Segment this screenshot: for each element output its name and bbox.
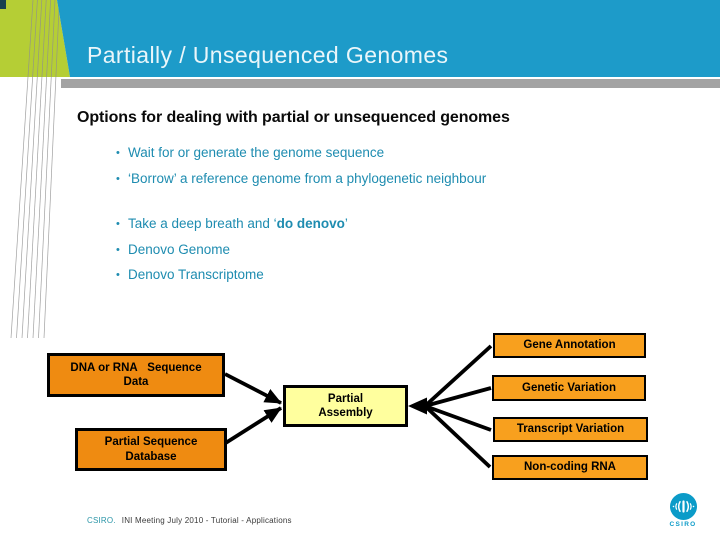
corner-accent xyxy=(0,0,6,9)
box-partial-sequence-database: Partial Sequence Database xyxy=(75,428,227,471)
footer-org: CSIRO. xyxy=(87,516,116,525)
bullet-item: Take a deep breath and ‘do denovo’ xyxy=(116,214,348,240)
fan-arrowhead xyxy=(408,397,427,415)
bullet-item: Denovo Transcriptome xyxy=(116,265,348,291)
bullet-text: Denovo Genome xyxy=(128,241,231,257)
box-partial-assembly: Partial Assembly xyxy=(283,385,408,427)
bullet-item: Denovo Genome xyxy=(116,240,348,266)
section-heading: Options for dealing with partial or unse… xyxy=(77,109,510,126)
footer-note: INI Meeting July 2010 - Tutorial - Appli… xyxy=(121,516,292,525)
csiro-logo-icon xyxy=(669,493,697,520)
box-genetic-variation: Genetic Variation xyxy=(492,375,646,401)
fan-line-gene-annotation xyxy=(423,344,493,408)
bullet-list-denovo: Take a deep breath and ‘do denovo’ Denov… xyxy=(116,214,348,291)
header-underline-strip xyxy=(61,79,720,88)
arrow-database-to-assembly xyxy=(222,406,283,446)
slide-title: Partially / Unsequenced Genomes xyxy=(87,42,449,68)
csiro-starburst-icon xyxy=(672,500,694,513)
bullet-text-bold: do denovo xyxy=(276,216,345,231)
box-gene-annotation: Gene Annotation xyxy=(493,333,646,358)
csiro-logo-label: CSIRO xyxy=(669,521,697,528)
csiro-logo: CSIRO xyxy=(662,493,704,528)
bullet-text-prefix: Take a deep breath and ‘ xyxy=(128,216,277,231)
arrow-lines xyxy=(222,344,493,469)
box-transcript-variation: Transcript Variation xyxy=(493,417,648,442)
arrow-dna-to-assembly xyxy=(224,372,282,405)
bullet-text: Denovo Transcriptome xyxy=(128,267,264,282)
bullet-list-primary: Wait for or generate the genome sequence… xyxy=(116,143,486,194)
fan-line-noncoding-rna xyxy=(423,404,492,469)
footer: CSIRO. INI Meeting July 2010 - Tutorial -… xyxy=(87,516,292,525)
bullet-item: ‘Borrow’ a reference genome from a phylo… xyxy=(116,169,486,195)
pinstripes xyxy=(10,0,60,339)
fan-line-genetic-variation xyxy=(424,386,492,408)
bullet-text: ‘Borrow’ a reference genome from a phylo… xyxy=(128,170,487,186)
bullet-item: Wait for or generate the genome sequence xyxy=(116,143,486,169)
header-bar xyxy=(57,0,720,77)
fan-line-transcript-variation xyxy=(424,404,492,432)
box-dna-rna-sequence-data: DNA or RNA Sequence Data xyxy=(47,353,225,397)
box-noncoding-rna: Non-coding RNA xyxy=(492,455,648,480)
bullet-text-suffix: ’ xyxy=(344,216,348,231)
bullet-text: Wait for or generate the genome sequence xyxy=(128,145,385,160)
